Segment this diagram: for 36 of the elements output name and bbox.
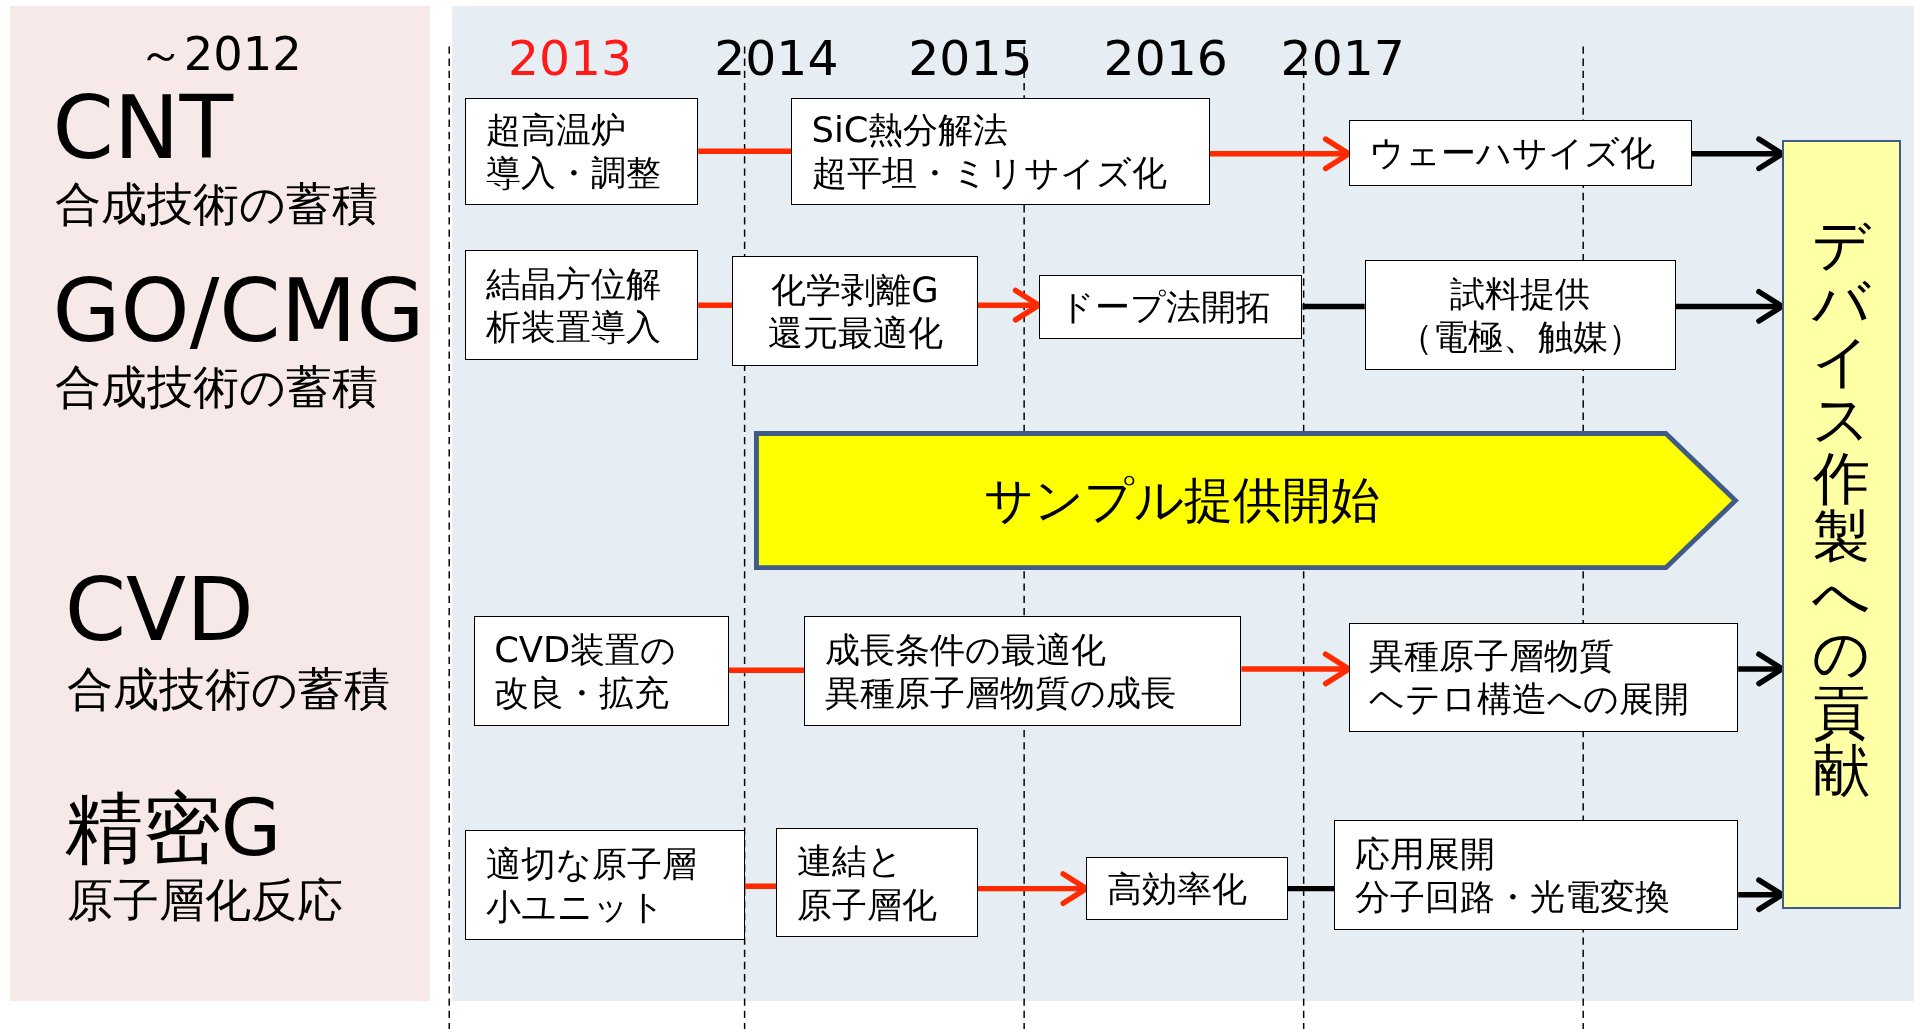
subtitle-label: 合成技術の蓄積 [67,664,391,716]
process-box: CVD装置の改良・拡充 [473,616,729,727]
process-box: 高効率化 [1086,856,1288,921]
process-box: 化学剥離G還元最適化 [732,256,978,367]
process-box: 連結と原子層化 [776,827,978,938]
subtitle-label: 合成技術の蓄積 [54,179,378,231]
year-label: 2016 [1103,31,1228,86]
connector-line [728,667,805,673]
process-box: 超高温炉導入・調整 [465,97,699,206]
process-box: 結晶方位解析装置導入 [465,250,699,361]
subtitle-label: 原子層化反応 [67,875,344,927]
process-box: 異種原子層物質ヘテロ構造への展開 [1348,622,1739,733]
process-box: 応用展開分子回路・光電変換 [1334,820,1739,931]
connector-line [1287,885,1335,892]
period-label: ～2012 [137,29,302,81]
connector-line [698,302,733,308]
process-box: 成長条件の最適化異種原子層物質の成長 [804,616,1242,727]
process-box: ウェーハサイズ化 [1348,119,1692,186]
process-box: 試料提供（電極、触媒） [1364,260,1676,370]
category-label: 精密G [64,784,282,871]
process-box: ドープ法開拓 [1038,274,1303,340]
category-label: GO/CMG [52,262,425,360]
arrow-banner: サンプル提供開始 [754,430,1740,571]
category-label: CNT [52,79,234,177]
process-box: SiC熱分解法超平坦・ミリサイズ化 [791,97,1210,206]
result-box: デバイス作製への貢献 [1782,140,1901,910]
category-label: CVD [64,562,254,659]
connector-line [744,883,777,889]
process-box: 適切な原子層小ユニット [465,830,745,940]
year-label: 2013 [507,31,633,86]
year-label: 2015 [908,31,1033,86]
year-label: 2014 [714,31,839,86]
connector-line [698,148,791,155]
connector-line [1302,303,1365,310]
year-label: 2017 [1280,31,1405,86]
subtitle-label: 合成技術の蓄積 [54,362,378,414]
